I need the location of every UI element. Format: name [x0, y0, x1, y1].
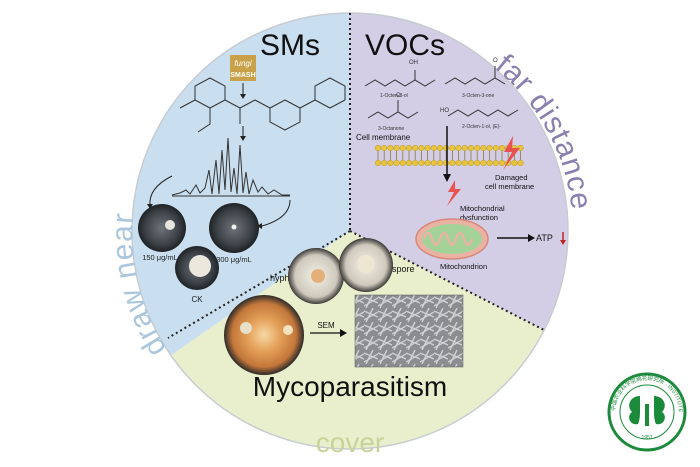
lipid-head [517, 159, 524, 167]
lipid-head [418, 159, 425, 167]
sem-label: SEM [317, 321, 335, 330]
lipid-head [405, 144, 413, 152]
lipid-head [498, 144, 506, 152]
logo-year: 1957 [641, 435, 652, 441]
dish-label-150: 150 μg/mL [142, 253, 178, 262]
lipid-head [461, 144, 468, 152]
vocs-title: VOCs [365, 29, 445, 62]
lipid-head [399, 144, 406, 152]
mitochondrion-icon [415, 218, 489, 260]
chromatogram [171, 137, 290, 197]
lipid-head [387, 144, 394, 152]
lipid-head [461, 159, 468, 167]
lipid-head [467, 159, 475, 167]
lipid-head [492, 144, 499, 152]
cell-membrane-label: Cell membrane [356, 133, 411, 142]
lipid-head [449, 144, 456, 152]
svg-text:OH: OH [409, 60, 418, 66]
lipid-head [418, 144, 425, 152]
spore-label: spore [392, 264, 415, 274]
lipid-head [467, 144, 475, 152]
svg-text:HO: HO [440, 108, 449, 114]
compound-4: 2-Octen-1-ol, (E)- [462, 124, 501, 130]
lipid-head [449, 159, 456, 167]
lipid-head [412, 159, 419, 167]
lipid-head [381, 144, 388, 152]
compound-1: 1-Octen-3-ol [380, 93, 408, 99]
lipid-head [511, 159, 518, 167]
sms-panel: fungi SMASH 150 μg/mL [138, 55, 346, 304]
lipid-head [480, 144, 487, 152]
lipid-head [424, 144, 431, 152]
lipid-head [443, 144, 450, 152]
mito-dysfunction-label: Mitochondrial dysfunction [460, 204, 507, 222]
damage-bolt-icon [503, 136, 520, 170]
lipid-head [387, 159, 394, 167]
svg-text:SMASH: SMASH [230, 72, 255, 79]
lipid-head [424, 159, 431, 167]
lipid-head [486, 159, 493, 167]
lipid-head [443, 159, 450, 167]
hypha-label: hypha [270, 273, 295, 283]
lipid-head [412, 144, 419, 152]
vocs-panel: OH O O HO 1-Octen-3-ol 3-Octen-3-one 3-O… [356, 58, 566, 271]
atp-label: ATP [536, 233, 553, 243]
damaged-membrane-label: Damaged cell membrane [485, 173, 534, 191]
svg-text:O: O [396, 93, 401, 99]
lipid-head [492, 159, 499, 167]
lipid-head [430, 159, 437, 167]
molecule-structure [179, 77, 346, 133]
svg-text:fungi: fungi [234, 59, 252, 68]
lipid-head [374, 144, 382, 152]
lipid-head [498, 159, 506, 167]
cotton-emblem-icon [629, 396, 665, 426]
lipid-head [474, 144, 481, 152]
lipid-head [436, 144, 444, 152]
cell-membrane [374, 144, 524, 167]
lipid-head [399, 159, 406, 167]
lipid-head [374, 159, 382, 167]
lipid-head [430, 144, 437, 152]
myco-panel: hypha spore SEM [224, 238, 464, 375]
svg-text:O: O [493, 58, 498, 64]
lipid-head [393, 144, 400, 152]
lipid-head [405, 159, 413, 167]
sem-image [354, 294, 464, 368]
mitochondrion-label: Mitochondrion [440, 262, 487, 271]
sms-title: SMs [260, 29, 320, 62]
dysfunction-bolt-icon [447, 180, 461, 206]
voc-structures [364, 66, 519, 119]
lipid-head [474, 159, 481, 167]
lipid-head [381, 159, 388, 167]
lipid-head [436, 159, 444, 167]
compound-3: 3-Octanone [378, 126, 404, 132]
arc-label-bottom: cover [316, 427, 384, 458]
lipid-head [480, 159, 487, 167]
dish-150 [138, 204, 186, 252]
lipid-head [393, 159, 400, 167]
lipid-head [486, 144, 493, 152]
confrontation-dish [224, 295, 304, 375]
lipid-head [455, 159, 462, 167]
decrease-arrow-icon [560, 240, 566, 245]
compound-2: 3-Octen-3-one [462, 93, 494, 99]
mycoparasitism-title: Mycoparasitism [253, 371, 447, 402]
lipid-head [455, 144, 462, 152]
dish-label-300: 300 μg/mL [216, 255, 252, 264]
fungismash-logo [230, 55, 256, 81]
dish-label-ck: CK [191, 295, 203, 304]
